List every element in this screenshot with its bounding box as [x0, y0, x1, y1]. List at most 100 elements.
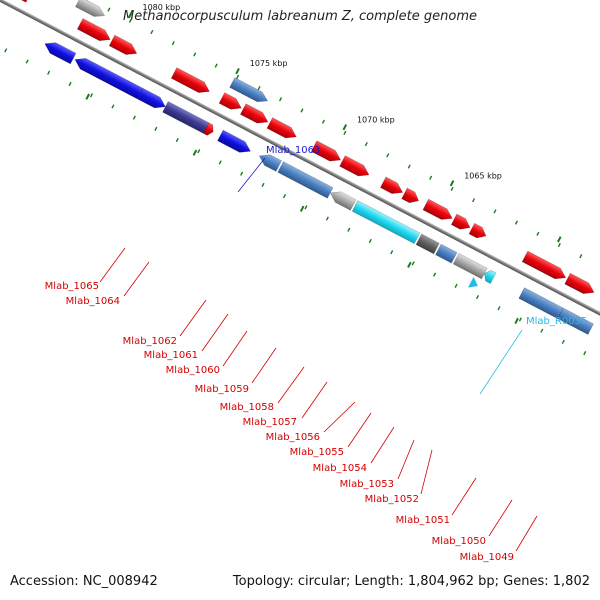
minor-tick	[411, 261, 415, 266]
gene-feature[interactable]	[557, 307, 594, 335]
leader-line	[277, 366, 305, 404]
gene-feature[interactable]	[103, 70, 144, 100]
gene-label-mlab-1050[interactable]: Mlab_1050	[432, 536, 486, 547]
minor-tick	[497, 306, 501, 311]
minor-tick	[386, 153, 390, 158]
gene-feature[interactable]	[310, 140, 343, 166]
minor-tick	[214, 63, 218, 68]
minor-tick	[390, 250, 394, 255]
leader-line	[397, 439, 415, 480]
leader-line	[479, 329, 523, 395]
gene-feature[interactable]	[72, 54, 111, 82]
gene-feature[interactable]	[415, 233, 440, 255]
gene-label-mlab-1059[interactable]: Mlab_1059	[195, 384, 249, 395]
gene-label-mlab-1052[interactable]: Mlab_1052	[365, 494, 419, 505]
gene-feature[interactable]	[450, 213, 473, 233]
gene-feature[interactable]	[257, 151, 282, 172]
minor-tick	[193, 52, 197, 57]
major-tick	[407, 261, 412, 268]
minor-tick	[236, 74, 240, 79]
minor-tick	[282, 194, 287, 199]
major-tick	[85, 93, 90, 100]
gene-label-mlab-1061[interactable]: Mlab_1061	[144, 350, 198, 361]
minor-tick	[218, 160, 222, 165]
minor-tick	[240, 171, 244, 176]
minor-tick	[579, 254, 583, 259]
gene-label-mlab-1055[interactable]: Mlab_1055	[290, 447, 344, 458]
minor-tick	[89, 93, 94, 98]
gene-feature[interactable]	[452, 252, 488, 280]
gene-feature[interactable]	[564, 272, 597, 298]
minor-tick	[300, 108, 304, 113]
gene-feature[interactable]	[277, 161, 334, 199]
genome-backbone	[0, 0, 600, 345]
leader-line	[301, 381, 328, 419]
minor-tick	[518, 317, 522, 322]
gene-label-mlab-1049[interactable]: Mlab_1049	[460, 552, 514, 563]
leader-line	[488, 499, 513, 537]
gene-label-mlab-1053[interactable]: Mlab_1053	[340, 479, 394, 490]
leader-line	[237, 157, 266, 193]
minor-tick	[107, 7, 111, 12]
gene-label-mlab-1054[interactable]: Mlab_1054	[313, 463, 367, 474]
major-tick	[556, 236, 562, 243]
scale-label: 1080 kbp	[143, 3, 181, 12]
minor-tick	[4, 48, 8, 53]
gene-feature[interactable]	[137, 88, 168, 112]
gene-feature[interactable]	[482, 268, 497, 284]
gene-feature[interactable]	[229, 77, 271, 106]
gene-feature[interactable]	[379, 176, 405, 198]
gene-label-mlab-1051[interactable]: Mlab_1051	[396, 515, 450, 526]
minor-tick	[175, 137, 179, 143]
gene-label-mlab-1064[interactable]: Mlab_1064	[66, 296, 120, 307]
gene-feature[interactable]	[435, 243, 458, 264]
leader-line	[451, 477, 477, 516]
minor-tick	[325, 216, 329, 221]
leader-line	[370, 426, 395, 464]
leader-line	[123, 261, 150, 297]
gene-feature[interactable]	[521, 250, 568, 283]
gene-feature[interactable]	[170, 67, 212, 97]
minor-tick	[347, 227, 351, 232]
minor-tick	[450, 186, 454, 192]
gene-feature[interactable]	[76, 18, 113, 44]
minor-tick	[407, 164, 411, 169]
minor-tick	[171, 41, 175, 46]
gene-feature[interactable]	[468, 222, 489, 241]
gene-feature[interactable]	[42, 38, 77, 65]
scale-label: 1075 kbp	[250, 59, 288, 68]
gene-label-mlab-1057[interactable]: Mlab_1057	[243, 417, 297, 428]
minor-tick	[514, 220, 518, 225]
gene-label-mlab-1065[interactable]: Mlab_1065	[45, 281, 99, 292]
gene-feature[interactable]	[75, 0, 107, 21]
gene-feature[interactable]	[339, 155, 372, 181]
gene-feature[interactable]	[202, 122, 216, 137]
major-tick	[235, 68, 240, 75]
gene-feature[interactable]	[266, 117, 299, 143]
minor-tick	[557, 242, 561, 248]
gene-feature[interactable]	[218, 92, 244, 114]
gene-label-mlab-r0035[interactable]: Mlab_R0035	[526, 316, 587, 327]
major-tick	[449, 180, 455, 187]
leader-line	[420, 449, 433, 495]
minor-tick	[132, 115, 136, 120]
rna-feature[interactable]	[468, 276, 481, 291]
major-tick	[514, 317, 519, 324]
minor-tick	[304, 205, 308, 210]
gene-feature[interactable]	[422, 198, 455, 224]
gene-label-mlab-1056[interactable]: Mlab_1056	[266, 432, 320, 443]
gene-label-mlab-1063[interactable]: Mlab_1063	[266, 145, 320, 156]
gene-feature[interactable]	[401, 187, 422, 206]
gene-label-mlab-1060[interactable]: Mlab_1060	[166, 365, 220, 376]
gene-feature[interactable]	[327, 188, 357, 211]
gene-feature[interactable]	[108, 34, 139, 59]
gene-label-mlab-1062[interactable]: Mlab_1062	[123, 336, 177, 347]
gene-label-mlab-1058[interactable]: Mlab_1058	[220, 402, 274, 413]
accession-text: Accession: NC_008942	[10, 574, 158, 589]
gene-feature[interactable]	[239, 103, 270, 128]
gene-feature[interactable]	[217, 129, 254, 156]
gene-feature[interactable]	[351, 200, 421, 245]
minor-tick	[68, 81, 72, 87]
minor-tick	[154, 126, 158, 131]
